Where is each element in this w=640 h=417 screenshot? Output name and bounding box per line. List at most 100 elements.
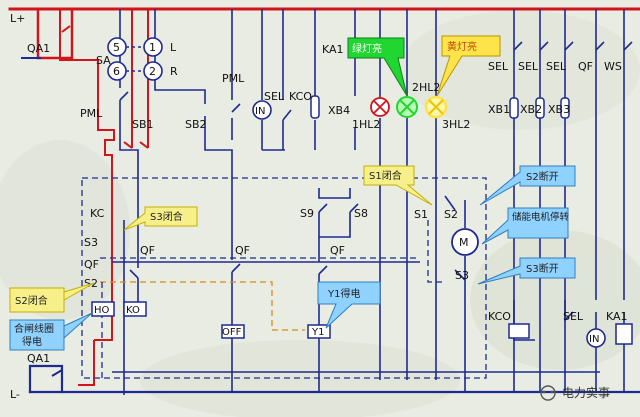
bus-positive-label: L+ [10,12,25,25]
ko-label: KO [126,305,140,316]
sel-a-label: SEL [488,60,509,73]
sb1-label: SB1 [132,118,154,131]
xb2-label: XB2 [520,103,542,116]
qa1-bottom-label: QA1 [27,352,50,365]
xb3-label: XB3 [548,103,570,116]
ws-label: WS [604,60,622,73]
qf-s-label: QF [330,244,345,257]
selector-l-label: L [170,41,177,54]
lamp-3hl2-yellow [424,95,448,119]
indicator-in-bottom [586,328,606,348]
sel2-label: SEL [563,310,584,323]
qa1-top-label: QA1 [27,42,50,55]
selector-sa-label: SA [96,54,111,67]
fuse-symbols [310,95,570,119]
callout-y1-text: Y1得电 [327,287,360,300]
dashed-enclosures [81,177,487,380]
ka1-top-label: KA1 [322,43,344,56]
callout-s2-closed [9,282,95,313]
callout-s2-closed-text: S2闭合 [15,294,48,307]
qf-mid-label: QF [235,244,250,257]
y1-label: Y1 [311,327,324,338]
indicator-in-top [252,100,272,120]
callout-s1-closed [363,165,433,206]
off-box [221,324,245,339]
hl1-label: 1HL2 [352,118,380,131]
device-labels: PML PML SB1 SB2 SEL KCO KA1 XB4 1HL2 2HL… [80,43,628,323]
ho-box [91,301,115,317]
off-label: OFF [222,327,242,338]
qf-left2-label: QF [140,244,155,257]
selector-switch [107,37,163,81]
callout-s1-closed-text: S1闭合 [369,169,402,182]
xb1-label: XB1 [488,103,510,116]
qa1-bottom-loop [28,364,64,394]
s9-label: S9 [300,207,314,220]
s3-left-label: S3 [84,236,98,249]
callout-yellow-on [436,35,501,97]
xb4-label: XB4 [328,104,350,117]
hl3-label: 3HL2 [442,118,470,131]
qa1-top-loop [36,7,74,60]
y1-box [307,324,331,339]
contact-2 [143,61,163,81]
sel1-label: SEL [264,90,285,103]
motor-label: M [459,236,469,249]
qf-left1-label: QF [84,258,99,271]
pml-left-label: PML [80,107,103,120]
s3-label: S3 [455,269,469,282]
hl2-label: 2HL2 [412,81,440,94]
coil-boxes [91,301,633,345]
ka1-coil [615,323,633,345]
callout-s3-closed-text: S3闭合 [150,210,183,223]
sb2-label: SB2 [185,118,207,131]
callout-close-coil-line1: 合闸线圈 [14,322,54,335]
ka1-bottom-label: KA1 [606,310,628,323]
contact-1-label: 1 [149,41,156,54]
callout-s2-open-text: S2断开 [526,170,559,183]
s2-label: S2 [444,208,458,221]
callout-close-coil-line2: 得电 [22,335,42,348]
motor-symbol [451,228,479,256]
contact-2-label: 2 [149,65,156,78]
callout-s3-closed [123,206,198,231]
xb1-fuse [509,97,519,119]
s1-label: S1 [414,208,428,221]
xb4-fuse [310,95,320,119]
qf-top-label: QF [578,60,593,73]
sel-c-label: SEL [546,60,567,73]
lamp-1hl2 [370,97,390,117]
s8-label: S8 [354,207,368,220]
callout-motor-stop [481,207,569,245]
xb3-fuse [560,97,570,119]
bus-lines [8,7,640,394]
callout-motor-stop-text: 储能电机停转 [512,211,570,223]
callout-s3-open-text: S3断开 [526,262,559,275]
xb2-fuse [535,97,545,119]
callout-y1-energized [317,281,381,329]
in-top-label: IN [255,106,265,117]
selector-r-label: R [170,65,178,78]
callout-green-text: 绿灯亮 [352,42,382,55]
bus-negative-label: L- [10,388,20,401]
contact-6-label: 6 [113,65,120,78]
callout-s2-open [479,165,576,206]
callout-green-on [347,37,408,97]
in-bottom-label: IN [589,334,599,345]
kco2-label: KCO [488,310,511,323]
sel-b-label: SEL [518,60,539,73]
callout-s3-open [477,257,576,285]
kco-coil [508,323,530,339]
ho-label: HO [94,305,110,316]
main-wiring [112,9,633,395]
contact-5-label: 5 [113,41,120,54]
brand-watermark [540,385,556,401]
lamp-2hl2-green [396,96,418,118]
callout-close-coil [9,312,93,351]
brand-text: 电力实事 [562,385,610,400]
ko-box [123,301,147,317]
pml-mid-label: PML [222,72,245,85]
kc-label: KC [90,207,105,220]
